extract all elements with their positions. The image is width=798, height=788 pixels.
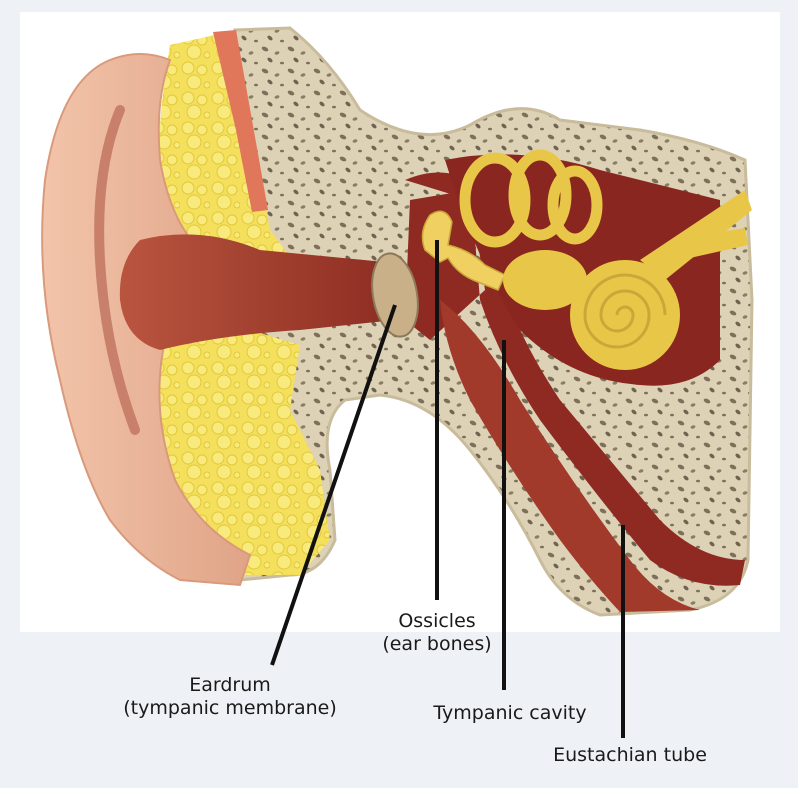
vestibule — [503, 250, 587, 310]
label-ossicles: Ossicles (ear bones) — [362, 610, 512, 656]
fatty-tissue-upper — [158, 32, 300, 275]
ear-canal — [119, 234, 395, 350]
auditory-nerve — [640, 190, 752, 280]
label-tympanic-cavity: Tympanic cavity — [420, 702, 600, 725]
ear-fold — [94, 105, 140, 435]
label-tympanic-cavity-text: Tympanic cavity — [433, 702, 587, 724]
pointer-line-eardrum — [270, 304, 397, 666]
vestibular-nerve — [670, 228, 748, 262]
label-ossicles-name: Ossicles — [398, 610, 476, 632]
label-eardrum-detail: (tympanic membrane) — [123, 697, 337, 719]
label-eardrum: Eardrum (tympanic membrane) — [112, 674, 348, 720]
label-ossicles-detail: (ear bones) — [382, 633, 492, 655]
label-eardrum-name: Eardrum — [189, 674, 271, 696]
muscle-strip — [213, 30, 268, 212]
fatty-tissue-lower — [158, 330, 330, 575]
semicircular-canals — [459, 149, 603, 248]
label-eustachian-tube: Eustachian tube — [540, 744, 720, 767]
cochlea-spiral — [583, 273, 667, 349]
eardrum-membrane — [371, 252, 419, 338]
ossicles-bones — [421, 210, 506, 291]
label-eustachian-tube-text: Eustachian tube — [553, 744, 707, 766]
